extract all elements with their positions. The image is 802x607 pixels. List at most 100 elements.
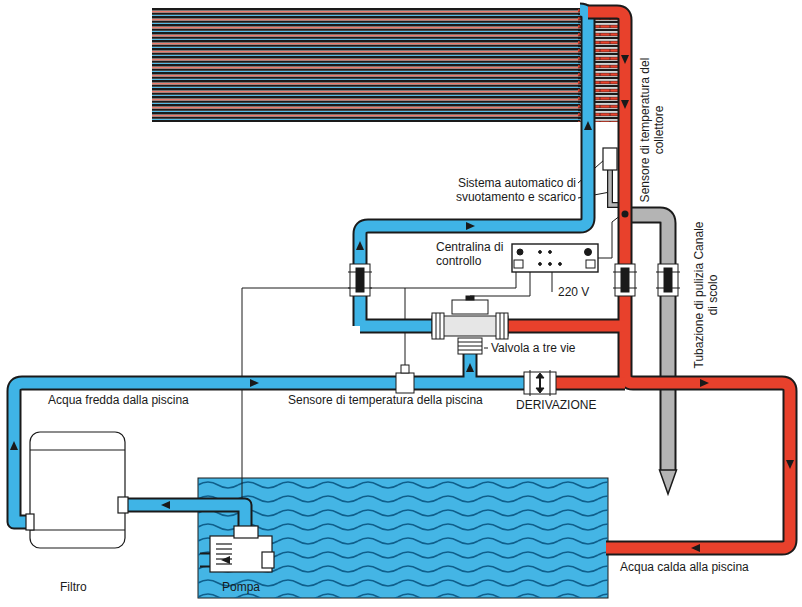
- cold-water-pipe: [360, 10, 588, 326]
- control-unit-node: Centralina di controllo: [436, 240, 510, 268]
- three-way-valve: [500, 313, 501, 339]
- three-way-valve: [496, 313, 508, 339]
- control-unit: [549, 251, 552, 254]
- temperature-sensor: [401, 365, 409, 373]
- hot-water-pipe: [508, 12, 790, 548]
- cold-water-pipe: [360, 10, 588, 326]
- control-unit: [512, 244, 598, 272]
- drain-valve: [603, 148, 617, 170]
- flow-arrow: [691, 544, 700, 552]
- flow-arrow: [621, 55, 629, 64]
- swimming-pool: [198, 478, 608, 598]
- bypass-label: DERIVAZIONE: [516, 398, 596, 412]
- pipe-union: [656, 288, 680, 289]
- cold-water-pipe: [463, 352, 478, 383]
- part-label: Filtro: [60, 580, 87, 594]
- three-way-valve: [458, 350, 482, 351]
- drain-valve: [622, 211, 629, 218]
- pump-unit: [216, 543, 232, 544]
- cold-water-pipe: [125, 505, 245, 532]
- voltage-label: 220 V: [558, 285, 589, 299]
- pipe-union: [348, 288, 372, 289]
- hot-water-pipe: [508, 12, 790, 548]
- node-label: Centralina di controllo: [436, 240, 510, 268]
- bypass-union: [524, 370, 556, 396]
- pipe-union: [350, 264, 370, 296]
- hot-water-pipe: [552, 378, 625, 389]
- flow-arrow: [221, 556, 230, 564]
- pipe-union: [348, 272, 372, 273]
- hot-water-pipe: [588, 12, 790, 548]
- temperature-sensor: [396, 365, 414, 393]
- sensor-label: Sensore di temperatura del collettore: [638, 55, 666, 205]
- flow-arrow: [466, 363, 474, 372]
- flow-arrow: [10, 441, 18, 450]
- pump-unit: [234, 526, 258, 538]
- control-unit: [586, 260, 595, 268]
- control-unit: [559, 263, 562, 266]
- pump-unit: [210, 526, 274, 572]
- sensor-label: Sensore di temperatura della piscina: [288, 393, 483, 407]
- bypass-union: [530, 370, 531, 396]
- pipe-union: [615, 264, 635, 296]
- three-way-valve: [436, 313, 437, 339]
- bypass-union: [536, 388, 544, 393]
- flow-arrow: [786, 460, 794, 469]
- cold-water-pipe: [14, 10, 588, 560]
- hot-water-pipe: [588, 12, 790, 548]
- three-way-valve: [458, 346, 482, 347]
- hot-water-pipe: [508, 319, 625, 334]
- part-label: Pompa: [222, 580, 260, 594]
- hot-water-pipe: [508, 321, 625, 332]
- pump-unit: [216, 548, 232, 549]
- pipe-union: [613, 272, 637, 273]
- flow-arrow: [621, 100, 629, 109]
- pipe-union: [658, 264, 678, 296]
- three-way-valve: [440, 313, 441, 339]
- filter-unit: [30, 449, 125, 450]
- control-unit: [539, 251, 542, 254]
- pipe-label: Tubazione di pulizia Canale di scolo: [692, 220, 720, 370]
- valve-label: Valvola a tre vie: [491, 341, 576, 355]
- control-unit: [517, 249, 523, 255]
- cold-water-pipe: [360, 321, 432, 332]
- cold-water-pipe: [465, 352, 476, 383]
- three-way-valve: [452, 300, 488, 314]
- pump-unit: [262, 552, 274, 568]
- solar-collector: [152, 8, 580, 122]
- three-way-valve: [458, 338, 482, 354]
- three-way-valve: [466, 296, 474, 300]
- bypass-union: [550, 370, 551, 396]
- control-unit: [539, 263, 542, 266]
- filter-unit: [26, 514, 34, 530]
- cold-water-pipe: [14, 10, 588, 560]
- control-wire: [470, 272, 530, 300]
- flow-arrow: [356, 241, 364, 250]
- flow-arrow: [161, 501, 170, 509]
- three-way-valve: [484, 348, 488, 349]
- pipe-union: [656, 272, 680, 273]
- control-unit: [585, 249, 592, 256]
- control-unit: [549, 263, 552, 266]
- control-wire: [242, 272, 516, 528]
- callout-label: Sistema automatico di svuotamento e scar…: [436, 176, 576, 204]
- control-unit: [512, 244, 598, 272]
- flow-arrow: [10, 55, 794, 564]
- flow-arrow: [466, 222, 475, 230]
- three-way-valve: [458, 342, 482, 343]
- solar-collector: [152, 8, 620, 122]
- flow-arrow: [584, 121, 592, 130]
- hot-water-pipe: [552, 376, 625, 391]
- flow-arrow: [250, 379, 259, 387]
- cold-water-pipe: [360, 319, 432, 334]
- pump-unit: [216, 553, 232, 554]
- swimming-pool: [198, 478, 608, 598]
- filter-unit: [118, 497, 128, 513]
- three-way-valve: [432, 313, 444, 339]
- control-unit: [514, 260, 523, 268]
- filter-unit: [30, 529, 125, 530]
- filter-unit: [30, 432, 125, 548]
- control-wire: [242, 160, 621, 528]
